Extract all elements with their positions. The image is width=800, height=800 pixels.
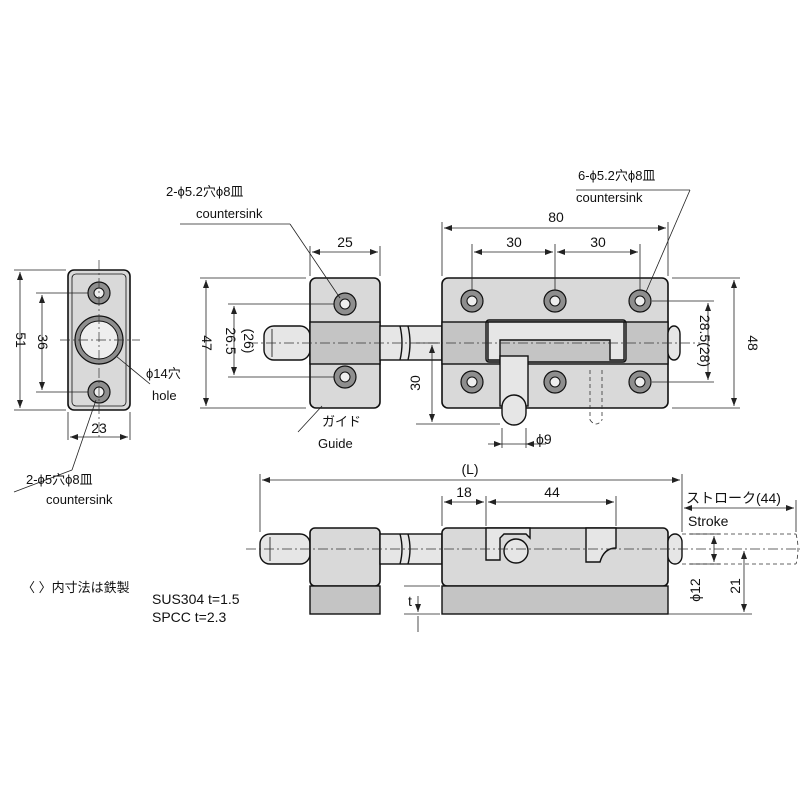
paren-note: 〈 〉内寸法は鉄製: [22, 580, 130, 595]
latch-side-view: (L) 18 44 ストローク(44) Stroke ϕ12 21: [246, 461, 800, 632]
strike-plate-view: 51 36 23 ϕ14穴 hole 2-ϕ5穴ϕ8皿 countersink: [13, 260, 181, 507]
body-holes-label: 6-ϕ5.2穴ϕ8皿: [578, 168, 655, 183]
body-holes-en-label: countersink: [576, 190, 643, 205]
dim-28-5-label: 28.5(28): [697, 315, 713, 367]
hole14-en-label: hole: [152, 388, 177, 403]
stroke-jp-label: ストローク(44): [686, 490, 781, 506]
dim-L-label: (L): [461, 461, 478, 477]
dim-t-label: t: [408, 593, 412, 609]
dim-21-label: 21: [727, 578, 743, 594]
dim-phi12-label: ϕ12: [687, 578, 703, 602]
material-spcc: SPCC t=2.3: [152, 609, 227, 625]
dim-47-label: 47: [199, 335, 215, 351]
dim-30b-label: 30: [590, 234, 606, 250]
guide-jp-label: ガイド: [322, 414, 361, 429]
dim-26-5-label: 26.5: [223, 327, 239, 354]
material-sus304: SUS304 t=1.5: [152, 591, 240, 607]
dim-36-label: 36: [35, 334, 51, 350]
stroke-en-label: Stroke: [688, 513, 729, 529]
hole14-label: ϕ14穴: [146, 366, 181, 381]
dim-23-label: 23: [91, 420, 107, 436]
left-holes-en-label: countersink: [46, 492, 113, 507]
dim-44-label: 44: [544, 484, 560, 500]
guide-holes-label: 2-ϕ5.2穴ϕ8皿: [166, 184, 243, 199]
notes: 〈 〉内寸法は鉄製 SUS304 t=1.5 SPCC t=2.3: [22, 580, 240, 625]
dim-18-label: 18: [456, 484, 472, 500]
dim-30a-label: 30: [506, 234, 522, 250]
guide-en-label: Guide: [318, 436, 353, 451]
dim-30-vert-label: 30: [407, 375, 423, 391]
guide-holes-en-label: countersink: [196, 206, 263, 221]
left-holes-label: 2-ϕ5穴ϕ8皿: [26, 472, 93, 487]
dim-25-label: 25: [337, 234, 353, 250]
dim-48-label: 48: [745, 335, 761, 351]
latch-front-view: 25 47 26.5 (26) 2-ϕ5.2穴ϕ8皿 countersink ガ…: [166, 168, 761, 451]
dim-80-label: 80: [548, 209, 564, 225]
dim-26-paren-label: (26): [241, 329, 257, 354]
dim-phi9-label: ϕ9: [536, 431, 552, 447]
dim-51-label: 51: [13, 332, 29, 348]
